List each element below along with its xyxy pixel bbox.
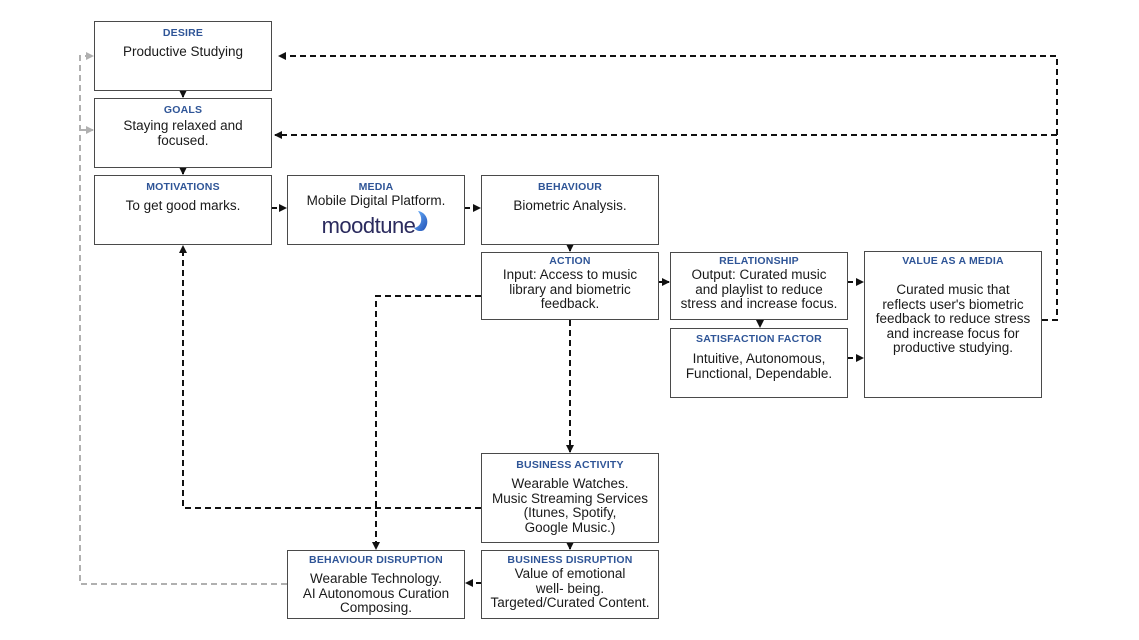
box-title: GOALS (163, 104, 203, 116)
box-title: SATISFACTION FACTOR (696, 333, 822, 345)
box-body: Curated music that reflects user's biome… (875, 282, 1031, 355)
box-media: MEDIA Mobile Digital Platform. moodtune (287, 175, 465, 245)
moodtune-logo: moodtune (321, 210, 431, 239)
box-body: Mobile Digital Platform. (306, 193, 446, 208)
box-title: RELATIONSHIP (719, 255, 799, 267)
box-title: MEDIA (358, 181, 394, 193)
box-body: To get good marks. (125, 198, 241, 213)
box-title: ACTION (549, 255, 591, 267)
connector-business-activity-to-motivations (179, 245, 481, 509)
box-value-as-a-media: VALUE AS A MEDIA Curated music that refl… (864, 251, 1042, 398)
box-desire: DESIRE Productive Studying (94, 21, 272, 91)
box-body: Wearable Technology. AI Autonomous Curat… (302, 571, 450, 615)
box-behaviour-disruption: BEHAVIOUR DISRUPTION Wearable Technology… (287, 550, 465, 619)
connector-value-to-goals (274, 131, 1058, 321)
box-satisfaction-factor: SATISFACTION FACTOR Intuitive, Autonomou… (670, 328, 848, 398)
box-title: VALUE AS A MEDIA (902, 255, 1004, 267)
box-business-disruption: BUSINESS DISRUPTION Value of emotional w… (481, 550, 659, 619)
connector-value-to-desire (278, 52, 1058, 135)
box-motivations: MOTIVATIONS To get good marks. (94, 175, 272, 245)
box-title: BUSINESS ACTIVITY (516, 459, 624, 471)
moodtune-logo-text: moodtune (321, 212, 416, 238)
crescent-moon-icon (414, 210, 428, 231)
box-body: Productive Studying (122, 44, 244, 59)
box-action: ACTION Input: Access to music library an… (481, 252, 659, 320)
box-title: BEHAVIOUR DISRUPTION (309, 554, 443, 566)
box-body: Staying relaxed and focused. (123, 118, 243, 148)
box-title: DESIRE (162, 27, 204, 39)
box-relationship: RELATIONSHIP Output: Curated music and p… (670, 252, 848, 320)
connector-action-to-behaviour-disruption (372, 295, 481, 550)
box-behaviour: BEHAVIOUR Biometric Analysis. (481, 175, 659, 245)
box-business-activity: BUSINESS ACTIVITY Wearable Watches. Musi… (481, 453, 659, 543)
box-body: Output: Curated music and playlist to re… (680, 267, 838, 311)
box-title: BUSINESS DISRUPTION (507, 554, 633, 566)
box-goals: GOALS Staying relaxed and focused. (94, 98, 272, 168)
box-body: Value of emotional well- being. Targeted… (490, 566, 650, 610)
box-title: BEHAVIOUR (537, 181, 603, 193)
connector-behaviour-disruption-to-desire (79, 52, 287, 585)
box-body: Wearable Watches. Music Streaming Servic… (491, 476, 649, 535)
box-body: Intuitive, Autonomous, Functional, Depen… (685, 351, 833, 381)
box-title: MOTIVATIONS (146, 181, 220, 193)
box-body: Input: Access to music library and biome… (502, 267, 638, 311)
box-body: Biometric Analysis. (513, 198, 627, 213)
